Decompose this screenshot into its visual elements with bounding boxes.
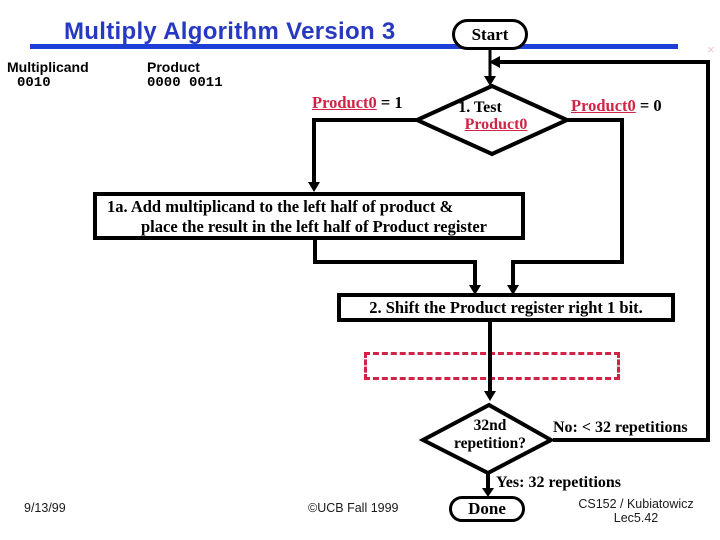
test-label-line1: 1. Test <box>458 99 502 116</box>
right-branch-arrowhead <box>507 285 519 295</box>
branch-right-equals: = 0 <box>635 96 662 115</box>
no-branch-label: No: < 32 repetitions <box>553 419 688 436</box>
right-branch-connector <box>511 118 624 286</box>
title-underline <box>30 44 678 49</box>
loop-arrowhead <box>489 56 500 68</box>
footer-course-block: CS152 / Kubiatowicz Lec5.42 <box>556 497 716 525</box>
multiplicand-label: Multiplicand <box>7 59 89 75</box>
done-terminal: Done <box>449 496 525 522</box>
branch-left-equals: = 1 <box>376 93 403 112</box>
left-branch-arrowhead <box>308 182 320 192</box>
start-label: Start <box>471 25 509 44</box>
yes-branch-label: Yes: 32 repetitions <box>496 474 622 491</box>
footer-date: 9/13/99 <box>24 501 66 515</box>
footer-course: CS152 / Kubiatowicz <box>578 497 694 511</box>
repetition-label-line2: repetition? <box>453 435 527 452</box>
yes-arrowhead <box>482 488 494 497</box>
footer-lecture: Lec5.42 <box>613 511 659 525</box>
loop-connector <box>500 60 710 442</box>
box1a-text-line2: place the result in the left half of Pro… <box>141 217 487 236</box>
done-label: Done <box>468 499 506 518</box>
repetition-label-line1: 32nd <box>473 417 507 434</box>
test-label-line2: Product0 <box>464 116 528 133</box>
box2-text: 2. Shift the Product register right 1 bi… <box>369 298 643 317</box>
box1a-arrowhead <box>469 285 481 295</box>
footer-copyright: ©UCB Fall 1999 <box>308 501 399 515</box>
test-decision-diamond <box>412 83 572 157</box>
left-branch-connector <box>312 118 419 184</box>
branch-left-label: Product0 = 1 <box>312 93 403 113</box>
box1a-text-line1: 1a. Add multiplicand to the left half of… <box>107 197 454 216</box>
slide-title: Multiply Algorithm Version 3 <box>64 18 396 45</box>
start-arrowhead <box>484 76 496 86</box>
multiplicand-value: 0010 <box>17 75 51 91</box>
branch-right-label: Product0 = 0 <box>571 96 662 116</box>
product-label: Product <box>147 59 200 75</box>
box2-arrowhead <box>484 391 496 401</box>
product-value: 0000 0011 <box>147 75 223 91</box>
start-terminal: Start <box>452 19 528 50</box>
box1a-to-box2-connector <box>313 240 477 286</box>
branch-right-variable: Product0 <box>571 96 636 115</box>
process-box-2: 2. Shift the Product register right 1 bi… <box>337 293 675 322</box>
branch-left-variable: Product0 <box>312 93 377 112</box>
artifact-mark: × <box>707 42 715 57</box>
process-box-1a: 1a. Add multiplicand to the left half of… <box>93 192 525 240</box>
